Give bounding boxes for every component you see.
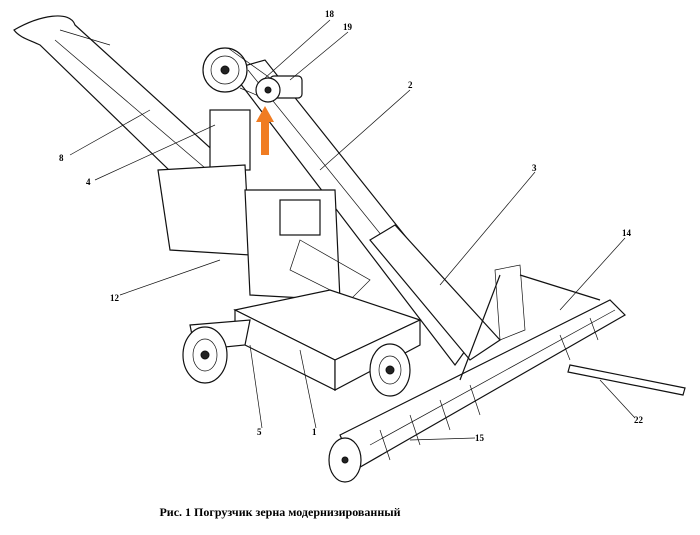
label-18: 18: [325, 9, 334, 19]
wheel-left: [182, 326, 228, 384]
drawbar: [567, 364, 686, 396]
label-3: 3: [532, 163, 537, 173]
label-4: 4: [86, 177, 91, 187]
leader-lines: [69, 19, 636, 441]
arrow-indicator: [256, 106, 274, 155]
label-2: 2: [408, 80, 413, 90]
screw-auger: [328, 264, 626, 483]
label-22: 22: [634, 415, 643, 425]
pulley-large: [202, 47, 271, 101]
label-14: 14: [622, 228, 631, 238]
figure-caption: Рис. 1 Погрузчик зерна модернизированный: [159, 505, 401, 519]
label-19: 19: [343, 22, 352, 32]
label-15: 15: [475, 433, 484, 443]
label-5: 5: [257, 427, 262, 437]
wheel-right: [369, 343, 411, 397]
motor: [255, 75, 303, 103]
label-1: 1: [312, 427, 317, 437]
label-8: 8: [59, 153, 64, 163]
label-12: 12: [110, 293, 119, 303]
